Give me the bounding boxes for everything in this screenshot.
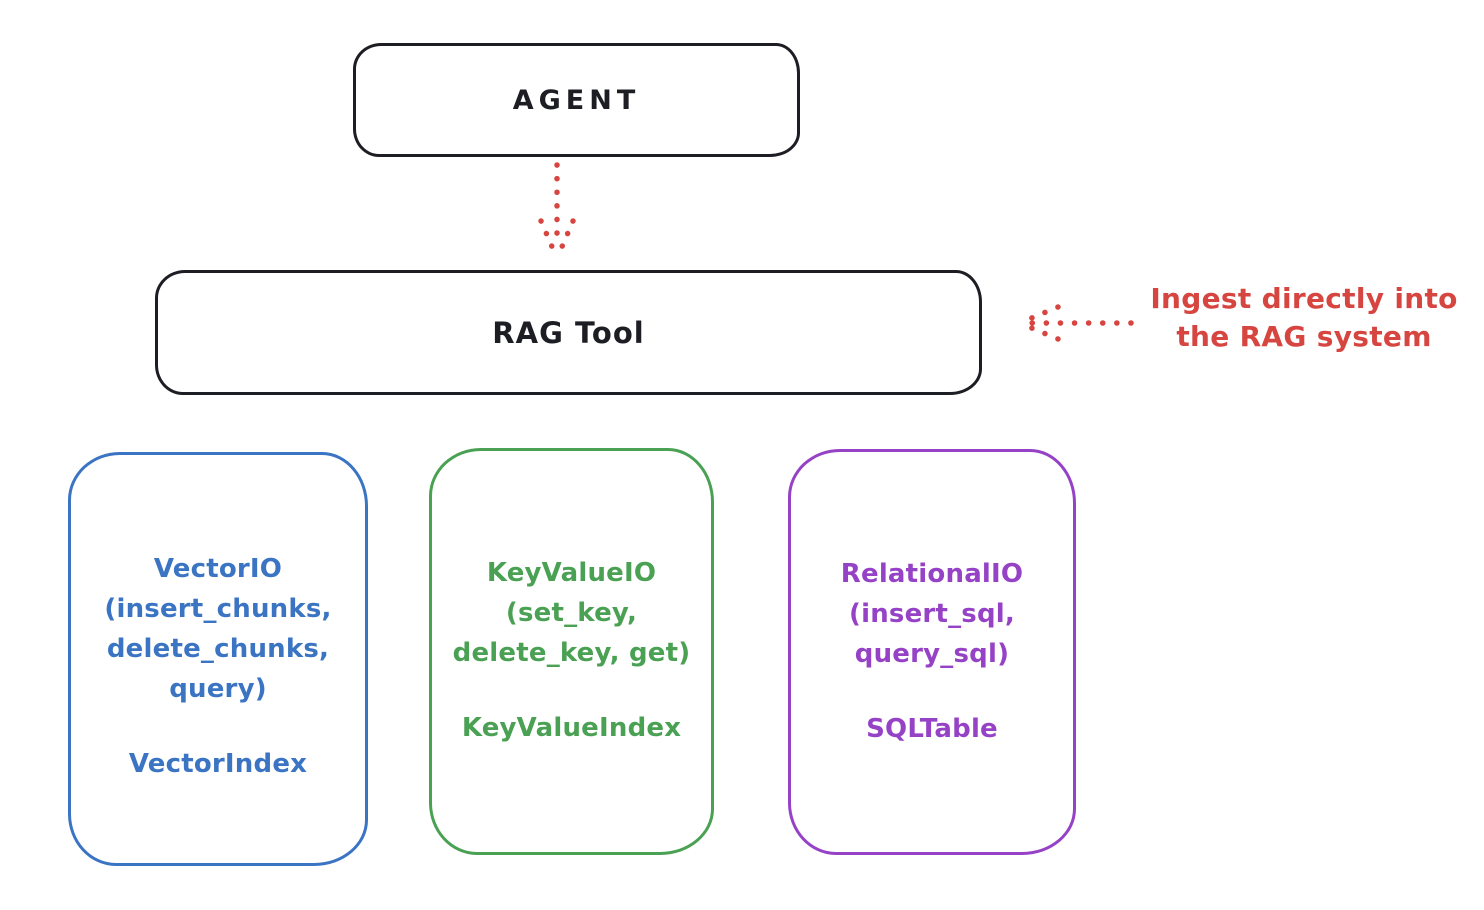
rag-tool-box: RAG Tool [155, 270, 982, 395]
ingest-annotation-line1: Ingest directly into [1150, 282, 1458, 315]
agent-box: AGENT [353, 43, 800, 157]
arrow-left-icon [1019, 304, 1134, 342]
store-line: query) [169, 674, 267, 704]
store-line: query_sql) [854, 639, 1010, 669]
store-index-label: SQLTable [866, 714, 998, 744]
store-line: delete_key, get) [452, 638, 691, 668]
arrow-down-icon [538, 162, 576, 259]
store-line: (insert_chunks, [104, 594, 332, 624]
store-line: (insert_sql, [849, 599, 1015, 629]
store-index-label: KeyValueIndex [461, 713, 682, 743]
store-line: KeyValueIO [486, 558, 657, 588]
relational-io-box: RelationalIO (insert_sql, query_sql) SQL… [788, 449, 1076, 855]
rag-tool-label: RAG Tool [492, 315, 645, 350]
ingest-annotation: Ingest directly into the RAG system [1128, 280, 1480, 356]
store-line: RelationalIO [840, 559, 1024, 589]
agent-label: AGENT [512, 84, 641, 116]
key-value-io-box: KeyValueIO (set_key, delete_key, get) Ke… [429, 448, 714, 855]
spacer [432, 673, 711, 708]
store-index-label: VectorIndex [128, 749, 308, 779]
vector-io-box: VectorIO (insert_chunks, delete_chunks, … [68, 452, 368, 866]
key-value-io-text: KeyValueIO (set_key, delete_key, get) Ke… [432, 553, 711, 748]
spacer [71, 709, 365, 744]
vector-io-text: VectorIO (insert_chunks, delete_chunks, … [71, 549, 365, 784]
spacer [791, 674, 1073, 709]
ingest-annotation-line2: the RAG system [1176, 320, 1432, 353]
relational-io-text: RelationalIO (insert_sql, query_sql) SQL… [791, 554, 1073, 749]
store-line: (set_key, [505, 598, 638, 628]
store-line: delete_chunks, [106, 634, 330, 664]
store-line: VectorIO [153, 554, 283, 584]
